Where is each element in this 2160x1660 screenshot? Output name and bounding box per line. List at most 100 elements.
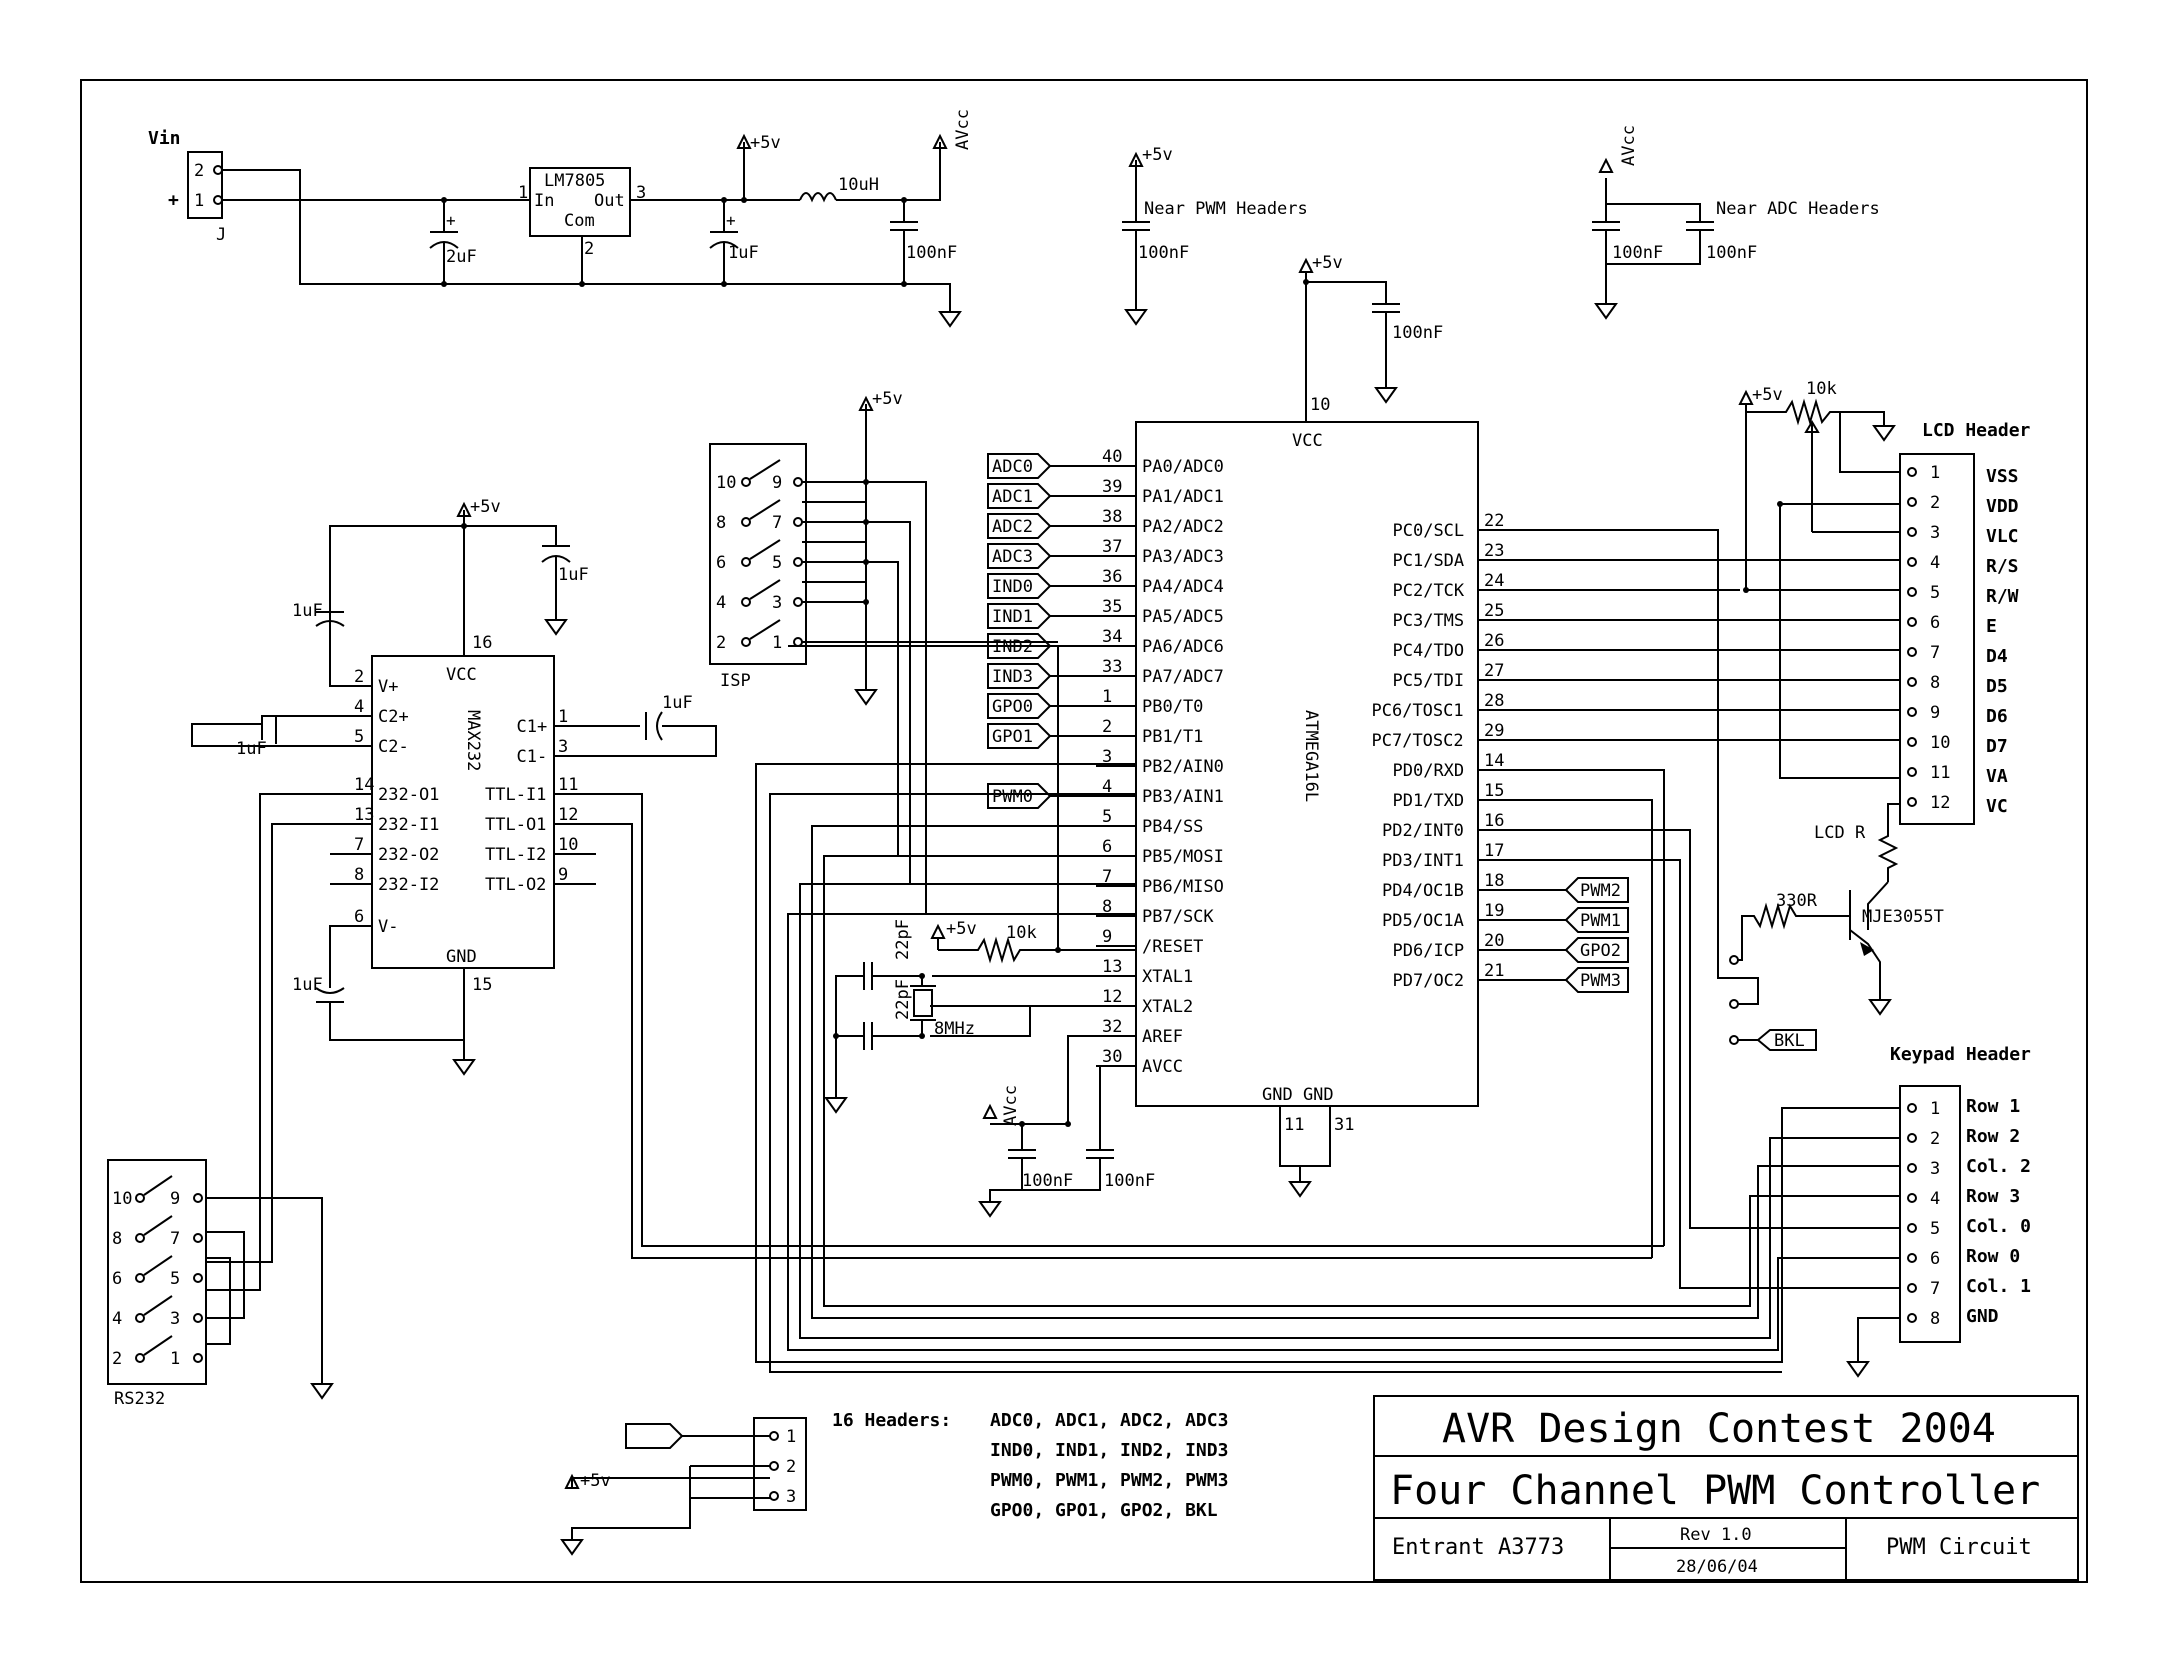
max-left-pin-num: 5 <box>354 727 364 747</box>
mcu-left-pin-name: PB5/MOSI <box>1142 847 1224 867</box>
rs232-left-pin-num: 10 <box>112 1189 132 1209</box>
mcu-left-pin-name: XTAL1 <box>1142 967 1193 987</box>
mcu-right-pin-num: 15 <box>1484 781 1504 801</box>
wire <box>206 793 330 1291</box>
max-left-pin-num: 13 <box>354 805 374 825</box>
cap-wire <box>191 723 372 747</box>
keypad-pin <box>1907 1313 1917 1323</box>
isp-left-pin-num: 8 <box>716 513 726 533</box>
net-flag <box>987 723 1052 749</box>
max-left-pin-num: 2 <box>354 667 364 687</box>
c-avcc-label: 100nF <box>906 243 957 263</box>
lcd-pin-num: 7 <box>1930 643 1940 663</box>
lcd-pin-name: D7 <box>1986 736 2008 757</box>
rs232-left-pin <box>135 1233 145 1243</box>
c-mcu-label: 100nF <box>1392 323 1443 343</box>
wire <box>802 521 911 884</box>
isp-right-pin-num: 7 <box>772 513 782 533</box>
c-avcc2-label: 100nF <box>1104 1171 1155 1191</box>
lcd-pin-name: D6 <box>1986 706 2008 727</box>
keypad-pin <box>1907 1223 1917 1233</box>
max-right-pin-name: TTL-O2 <box>485 875 546 895</box>
max-right-pin-name: C1+ <box>517 717 548 737</box>
net-flag <box>987 603 1052 629</box>
max-left-pin-name: V- <box>378 917 398 937</box>
lcd-pin-num: 10 <box>1930 733 1950 753</box>
net-flag <box>1564 967 1629 993</box>
keypad-title: Keypad Header <box>1890 1044 2031 1065</box>
net-flag <box>1564 937 1629 963</box>
vin-label: Vin <box>148 128 181 149</box>
rs232-pin-link <box>143 1175 173 1196</box>
cap-wire <box>596 725 717 757</box>
mcu-right-pin-num: 28 <box>1484 691 1504 711</box>
lcd-pin-num: 9 <box>1930 703 1940 723</box>
mcu-left-pin-name: PB2/AIN0 <box>1142 757 1224 777</box>
net-flag-label: IND3 <box>992 667 1033 687</box>
avcc-label-adc: AVcc <box>1619 125 1639 166</box>
mcu-left-pin-num: 34 <box>1102 627 1122 647</box>
mcu-gnd-pin2: 31 <box>1334 1115 1354 1135</box>
mcu-gnd-label: GND GND <box>1262 1085 1334 1105</box>
max-right-pin-num: 11 <box>558 775 578 795</box>
lcd-pin-name: R/W <box>1986 586 2019 607</box>
lcd-pin-name: D4 <box>1986 646 2008 667</box>
rs232-left-pin <box>135 1313 145 1323</box>
lcd-pin-num: 5 <box>1930 583 1940 603</box>
keypad-pin <box>1907 1163 1917 1173</box>
max-vcc-label: VCC <box>446 665 477 685</box>
mcu-right-pin-num: 21 <box>1484 961 1504 981</box>
sheet-label: PWM Circuit <box>1886 1535 2032 1560</box>
headers-note-line1: ADC0, ADC1, ADC2, ADC3 <box>990 1410 1228 1431</box>
lcd-pot-label: 10k <box>1806 379 1837 399</box>
isp-pin-link <box>749 539 781 560</box>
c-aref-label: 100nF <box>1022 1171 1073 1191</box>
keypad-pin-num: 2 <box>1930 1129 1940 1149</box>
lcd-pin-name: VA <box>1986 766 2008 787</box>
mcu-left-pin-num: 7 <box>1102 867 1112 887</box>
reg-pin2: 2 <box>584 239 594 259</box>
p5v-reset: +5v <box>946 919 977 939</box>
net-flag <box>1564 907 1629 933</box>
max-cap-label: 1uF <box>662 693 693 713</box>
lcd-pin-num: 2 <box>1930 493 1940 513</box>
mcu-right-pin-num: 27 <box>1484 661 1504 681</box>
mcu-right-pin-name: PC5/TDI <box>1393 671 1465 691</box>
lcd-pin-num: 12 <box>1930 793 1950 813</box>
keypad-pin <box>1907 1133 1917 1143</box>
net-flag-label: ADC2 <box>992 517 1033 537</box>
mcu-right-pin-num: 18 <box>1484 871 1504 891</box>
mcu-gnd-pin1: 11 <box>1284 1115 1304 1135</box>
max-gnd-label: GND <box>446 947 477 967</box>
mcu-right-pin-name: PD6/ICP <box>1393 941 1465 961</box>
transistor-label: MJE3055T <box>1862 907 1944 927</box>
rs232-left-pin <box>135 1353 145 1363</box>
keypad-pin <box>1907 1193 1917 1203</box>
cap-plate <box>315 620 345 627</box>
mcu-right-pin-name: PC3/TMS <box>1393 611 1465 631</box>
p5v-pwm: +5v <box>1142 145 1173 165</box>
c2u-plus: + <box>446 211 456 230</box>
mcu-left-pin-name: PB0/T0 <box>1142 697 1203 717</box>
max-left-pin-num: 6 <box>354 907 364 927</box>
lcd-pin-name: VC <box>1986 796 2008 817</box>
mcu-left-pin-name: PB7/SCK <box>1142 907 1214 927</box>
mcu-right-pin-name: PC2/TCK <box>1393 581 1465 601</box>
max-left-pin-name: V+ <box>378 677 398 697</box>
j-pin2-label: 2 <box>194 161 204 181</box>
net-flag-label: PWM0 <box>992 787 1033 807</box>
mcu-vcc-label: VCC <box>1292 431 1323 451</box>
isp-right-pin-num: 3 <box>772 593 782 613</box>
max-left-pin-name: 232-I1 <box>378 815 439 835</box>
isp-right-pin-num: 5 <box>772 553 782 573</box>
max-right-pin-name: TTL-I1 <box>485 785 546 805</box>
lcd-led-res: LCD R <box>1814 823 1866 843</box>
isp-left-pin <box>741 477 751 487</box>
net-flag-label: PWM2 <box>1580 881 1621 901</box>
p5v-hdr3: +5v <box>580 1471 611 1491</box>
p5v-mcu: +5v <box>1312 253 1343 273</box>
mcu-left-pin-num: 36 <box>1102 567 1122 587</box>
mcu-left-pin-num: 38 <box>1102 507 1122 527</box>
date-label: 28/06/04 <box>1676 1557 1758 1577</box>
